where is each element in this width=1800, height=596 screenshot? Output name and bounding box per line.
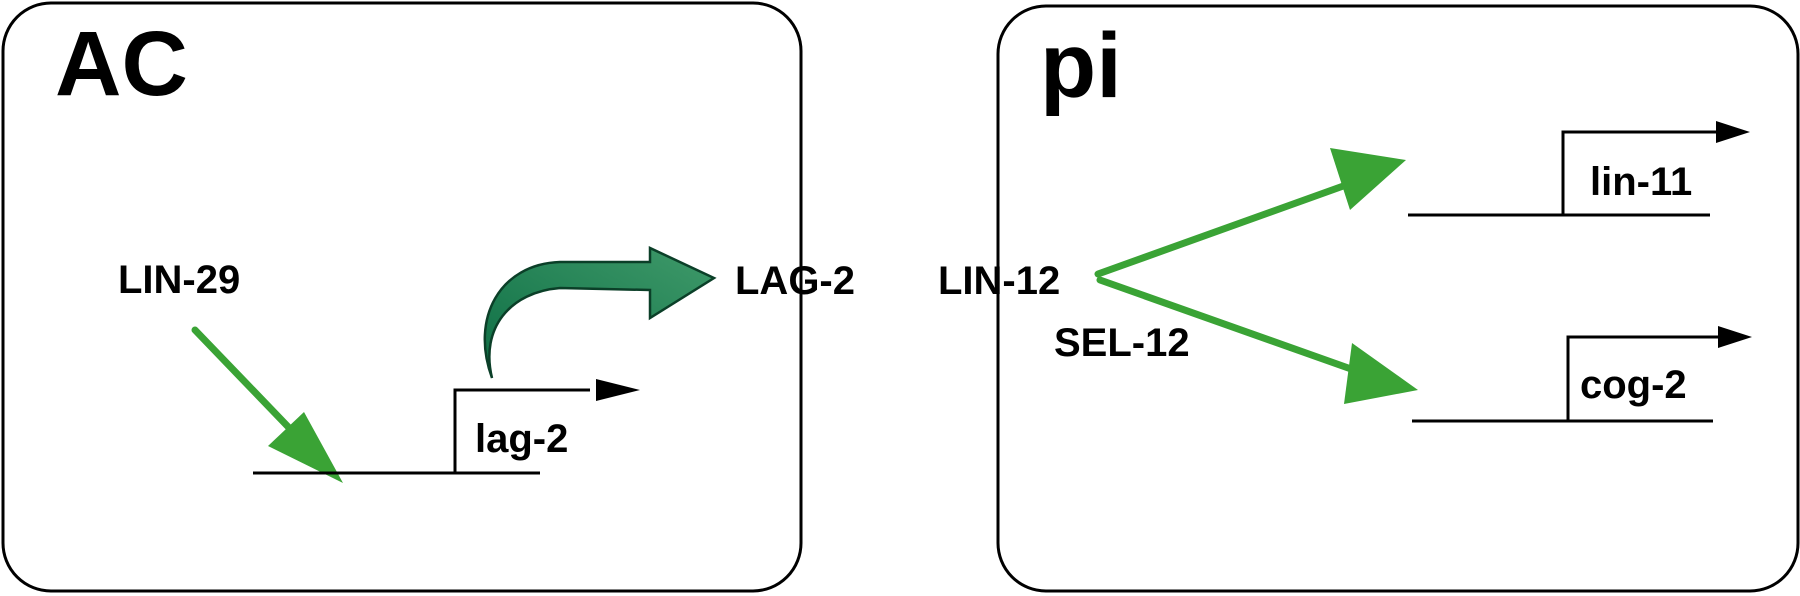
lag2-protein-label: LAG-2: [735, 259, 855, 303]
lin11-gene-label: lin-11: [1590, 160, 1692, 204]
lin12-label: LIN-12: [938, 259, 1060, 303]
lag2-secretion-arrow: [483, 246, 717, 379]
lin12-to-cog2-arrow: [1096, 276, 1418, 404]
cog2-gene-label: cog-2: [1580, 363, 1687, 407]
ac-panel-title: AC: [55, 13, 188, 115]
ac-panel: [1, 1, 803, 593]
pi-panel: [996, 4, 1800, 593]
lin29-activation-arrow: [191, 326, 343, 483]
lin29-label: LIN-29: [118, 258, 240, 302]
lag2-gene-label: lag-2: [475, 417, 568, 461]
lag2-gene: [253, 379, 640, 475]
pi-panel-title: pi: [1040, 15, 1122, 117]
lin12-to-lin11-arrow: [1094, 148, 1406, 278]
sel12-label: SEL-12: [1054, 321, 1190, 365]
cog2-gene: [1412, 326, 1752, 423]
lin11-gene: [1408, 121, 1750, 217]
